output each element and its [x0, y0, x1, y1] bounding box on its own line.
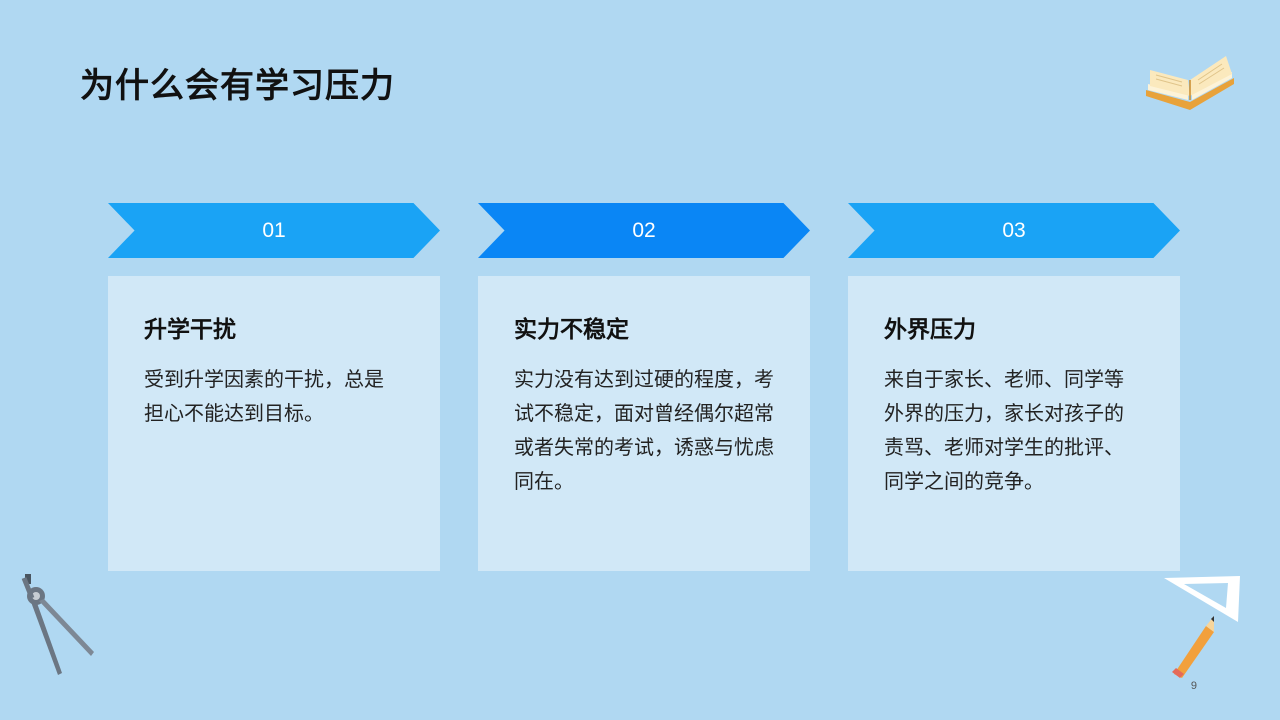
- open-book-icon: [1146, 56, 1234, 110]
- content-card-2: 实力不稳定 实力没有达到过硬的程度，考试不稳定，面对曾经偶尔超常或者失常的考试，…: [478, 276, 810, 571]
- content-card-3: 外界压力 来自于家长、老师、同学等外界的压力，家长对孩子的责骂、老师对学生的批评…: [848, 276, 1180, 571]
- step-chevron-1: 01: [108, 203, 440, 258]
- step-chevron-2: 02: [478, 203, 810, 258]
- pencil-icon: [1172, 616, 1214, 678]
- card-body: 受到升学因素的干扰，总是担心不能达到目标。: [144, 367, 384, 425]
- column-3: 03 外界压力 来自于家长、老师、同学等外界的压力，家长对孩子的责骂、老师对学生…: [848, 203, 1180, 571]
- card-body: 实力没有达到过硬的程度，考试不稳定，面对曾经偶尔超常或者失常的考试，诱惑与忧虑同…: [514, 367, 774, 493]
- step-chevron-3: 03: [848, 203, 1180, 258]
- slide-title: 为什么会有学习压力: [80, 66, 395, 106]
- compass-icon: [21, 574, 94, 675]
- column-1: 01 升学干扰 受到升学因素的干扰，总是担心不能达到目标。: [108, 203, 440, 571]
- card-heading: 实力不稳定: [514, 317, 629, 343]
- page-number: 9: [1190, 680, 1197, 692]
- set-square-icon: [1164, 576, 1240, 622]
- step-number: 02: [632, 218, 656, 242]
- card-body: 来自于家长、老师、同学等外界的压力，家长对孩子的责骂、老师对学生的批评、同学之间…: [884, 367, 1124, 493]
- step-number: 01: [262, 218, 286, 242]
- content-card-1: 升学干扰 受到升学因素的干扰，总是担心不能达到目标。: [108, 276, 440, 571]
- card-heading: 外界压力: [884, 317, 976, 343]
- step-number: 03: [1002, 218, 1026, 242]
- column-2: 02 实力不稳定 实力没有达到过硬的程度，考试不稳定，面对曾经偶尔超常或者失常的…: [478, 203, 810, 571]
- card-heading: 升学干扰: [144, 317, 236, 343]
